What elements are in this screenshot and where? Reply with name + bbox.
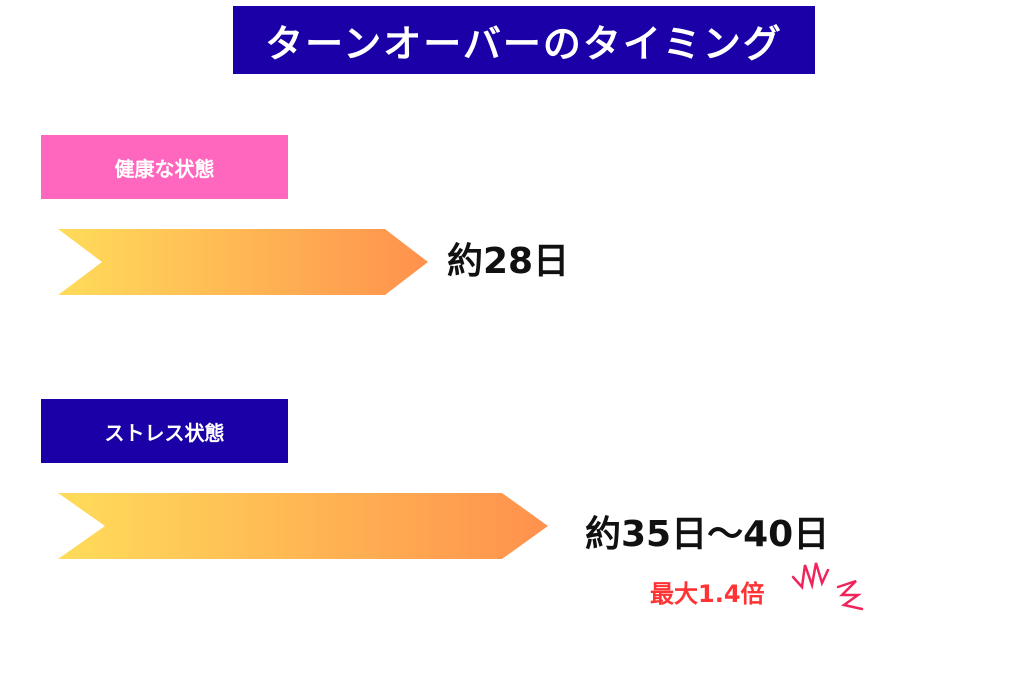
healthy-state-label: 健康な状態 <box>41 135 288 199</box>
stress-state-label: ストレス状態 <box>41 399 288 463</box>
healthy-duration-arrow <box>58 229 428 295</box>
stress-duration-value: 約35日〜40日 <box>585 514 830 555</box>
page-title: ターンオーバーのタイミング <box>233 6 815 74</box>
max-ratio-note: 最大1.4倍 <box>650 580 765 608</box>
stress-duration-arrow <box>58 493 548 559</box>
healthy-duration-value: 約28日 <box>447 241 570 282</box>
emphasis-spark-icon <box>791 562 864 611</box>
